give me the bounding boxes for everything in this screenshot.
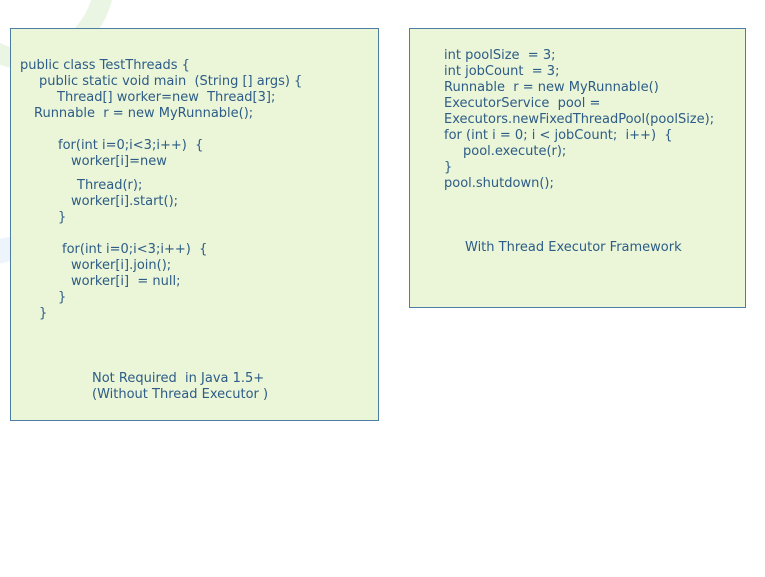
- code-line: int poolSize = 3;: [444, 48, 556, 63]
- code-line: public static void main (String [] args)…: [39, 74, 303, 89]
- code-line: Thread(r);: [77, 178, 143, 193]
- code-line: }: [39, 306, 48, 321]
- code-line: pool.execute(r);: [463, 144, 567, 159]
- code-line: pool.shutdown();: [444, 176, 554, 191]
- code-line: worker[i] = null;: [71, 274, 181, 289]
- code-line: for (int i = 0; i < jobCount; i++) {: [444, 128, 673, 143]
- code-line: worker[i].join();: [71, 258, 172, 273]
- code-line: ExecutorService pool =: [444, 96, 601, 111]
- code-line: for(int i=0;i<3;i++) {: [62, 242, 208, 257]
- left-panel-caption-line-1: Not Required in Java 1.5+: [92, 371, 265, 386]
- code-line: }: [444, 160, 453, 175]
- code-line: for(int i=0;i<3;i++) {: [58, 138, 204, 153]
- code-line: int jobCount = 3;: [444, 64, 560, 79]
- right-panel-caption: With Thread Executor Framework: [465, 240, 682, 255]
- code-line: worker[i].start();: [71, 194, 179, 209]
- code-line: public class TestThreads {: [20, 58, 190, 73]
- right-code-panel: int poolSize = 3; int jobCount = 3; Runn…: [409, 28, 746, 308]
- code-line: Thread[] worker=new Thread[3];: [57, 90, 276, 105]
- code-line: }: [58, 210, 67, 225]
- code-line: }: [58, 290, 67, 305]
- code-line: Runnable r = new MyRunnable(): [444, 80, 659, 95]
- left-code-panel: public class TestThreads { public static…: [10, 28, 379, 421]
- code-line: Runnable r = new MyRunnable();: [34, 106, 254, 121]
- code-line: worker[i]=new: [71, 154, 167, 169]
- code-line: Executors.newFixedThreadPool(poolSize);: [444, 112, 715, 127]
- left-panel-caption-line-2: (Without Thread Executor ): [92, 387, 269, 402]
